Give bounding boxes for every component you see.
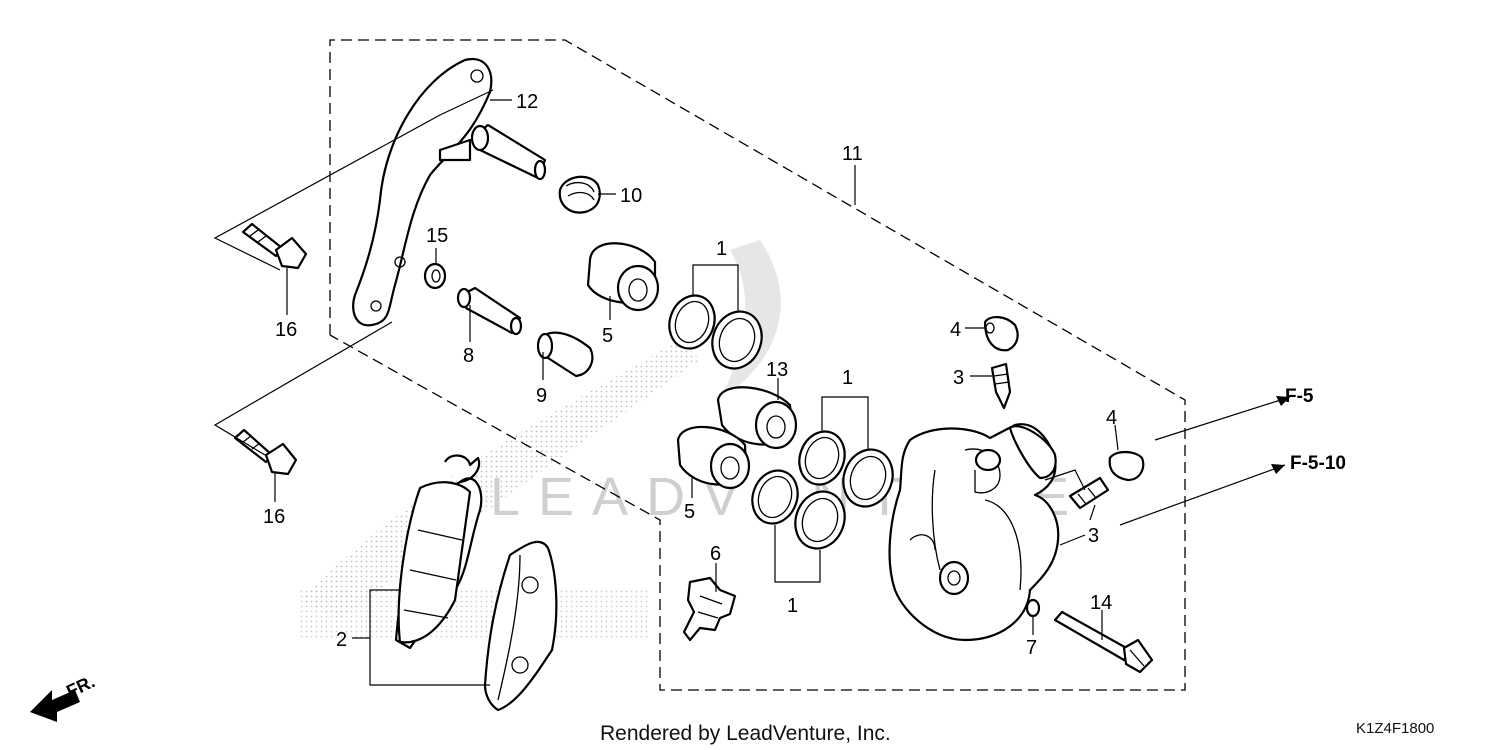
callout-3: 3 [953,367,964,389]
callout-4: 4 [1106,407,1117,429]
bolt-16-lower [233,428,298,476]
piston-13 [716,386,798,450]
boot-9 [536,331,594,378]
piston-5-upper [586,242,660,312]
callout-10: 10 [620,185,642,207]
callout-6: 6 [710,543,721,565]
reference-f-5: F-5 [1285,386,1314,407]
brake-pad-outer [483,540,558,712]
bleeder-screw-3-upper [990,362,1012,410]
bleeder-cap-4-upper [983,316,1019,352]
leader-lines [213,89,1291,686]
callout-16: 16 [263,506,285,528]
callout-2: 2 [336,629,347,651]
bleeder-screw-3-lower [1068,476,1110,510]
washer-15 [423,262,447,290]
callout-16: 16 [275,319,297,341]
bolt-16-upper [241,222,308,270]
callout-11: 11 [842,143,863,165]
bracket-pin [470,123,547,181]
caliper-assembly-outline [329,39,1186,691]
bleeder-cap-4-lower [1108,450,1145,482]
callout-15: 15 [426,225,448,247]
footer-credit: Rendered by LeadVenture, Inc. [600,722,891,745]
piston-5-lower [676,425,751,490]
caliper-bracket [352,57,493,327]
callout-labels: 1 1 1 2 3 3 4 4 5 5 6 7 8 9 10 11 12 13 … [263,91,1117,659]
caliper-body [888,423,1060,642]
pad-spring-6 [682,576,737,642]
pin-8 [456,286,523,336]
callout-8: 8 [463,345,474,367]
boot-10 [558,175,601,214]
seal-1-upper-a [668,294,716,350]
seal-1-lower-b [842,448,894,508]
callout-1: 1 [716,238,727,260]
front-direction-arrow: FR. [30,671,98,722]
callout-5: 5 [684,501,695,523]
callout-14: 14 [1090,592,1112,614]
pin-bolt-14 [1053,610,1154,674]
callout-7: 7 [1026,637,1037,659]
callout-4: 4 [950,319,961,341]
seal-1-lower-c [751,469,799,525]
callout-12: 12 [516,91,538,113]
callout-9: 9 [536,385,547,407]
seal-1-lower-d [794,490,846,550]
seal-1-lower-a [798,430,846,486]
brake-pad-inner [394,454,483,650]
callout-13: 13 [766,359,788,381]
diagram-code: K1Z4F1800 [1356,720,1434,737]
callout-3: 3 [1088,525,1099,547]
seal-1-upper-b [711,310,763,370]
callout-1: 1 [787,595,798,617]
callout-5: 5 [602,325,613,347]
washer-7 [1025,598,1041,618]
callout-1: 1 [842,367,853,389]
reference-f-5-10: F-5-10 [1290,453,1346,474]
